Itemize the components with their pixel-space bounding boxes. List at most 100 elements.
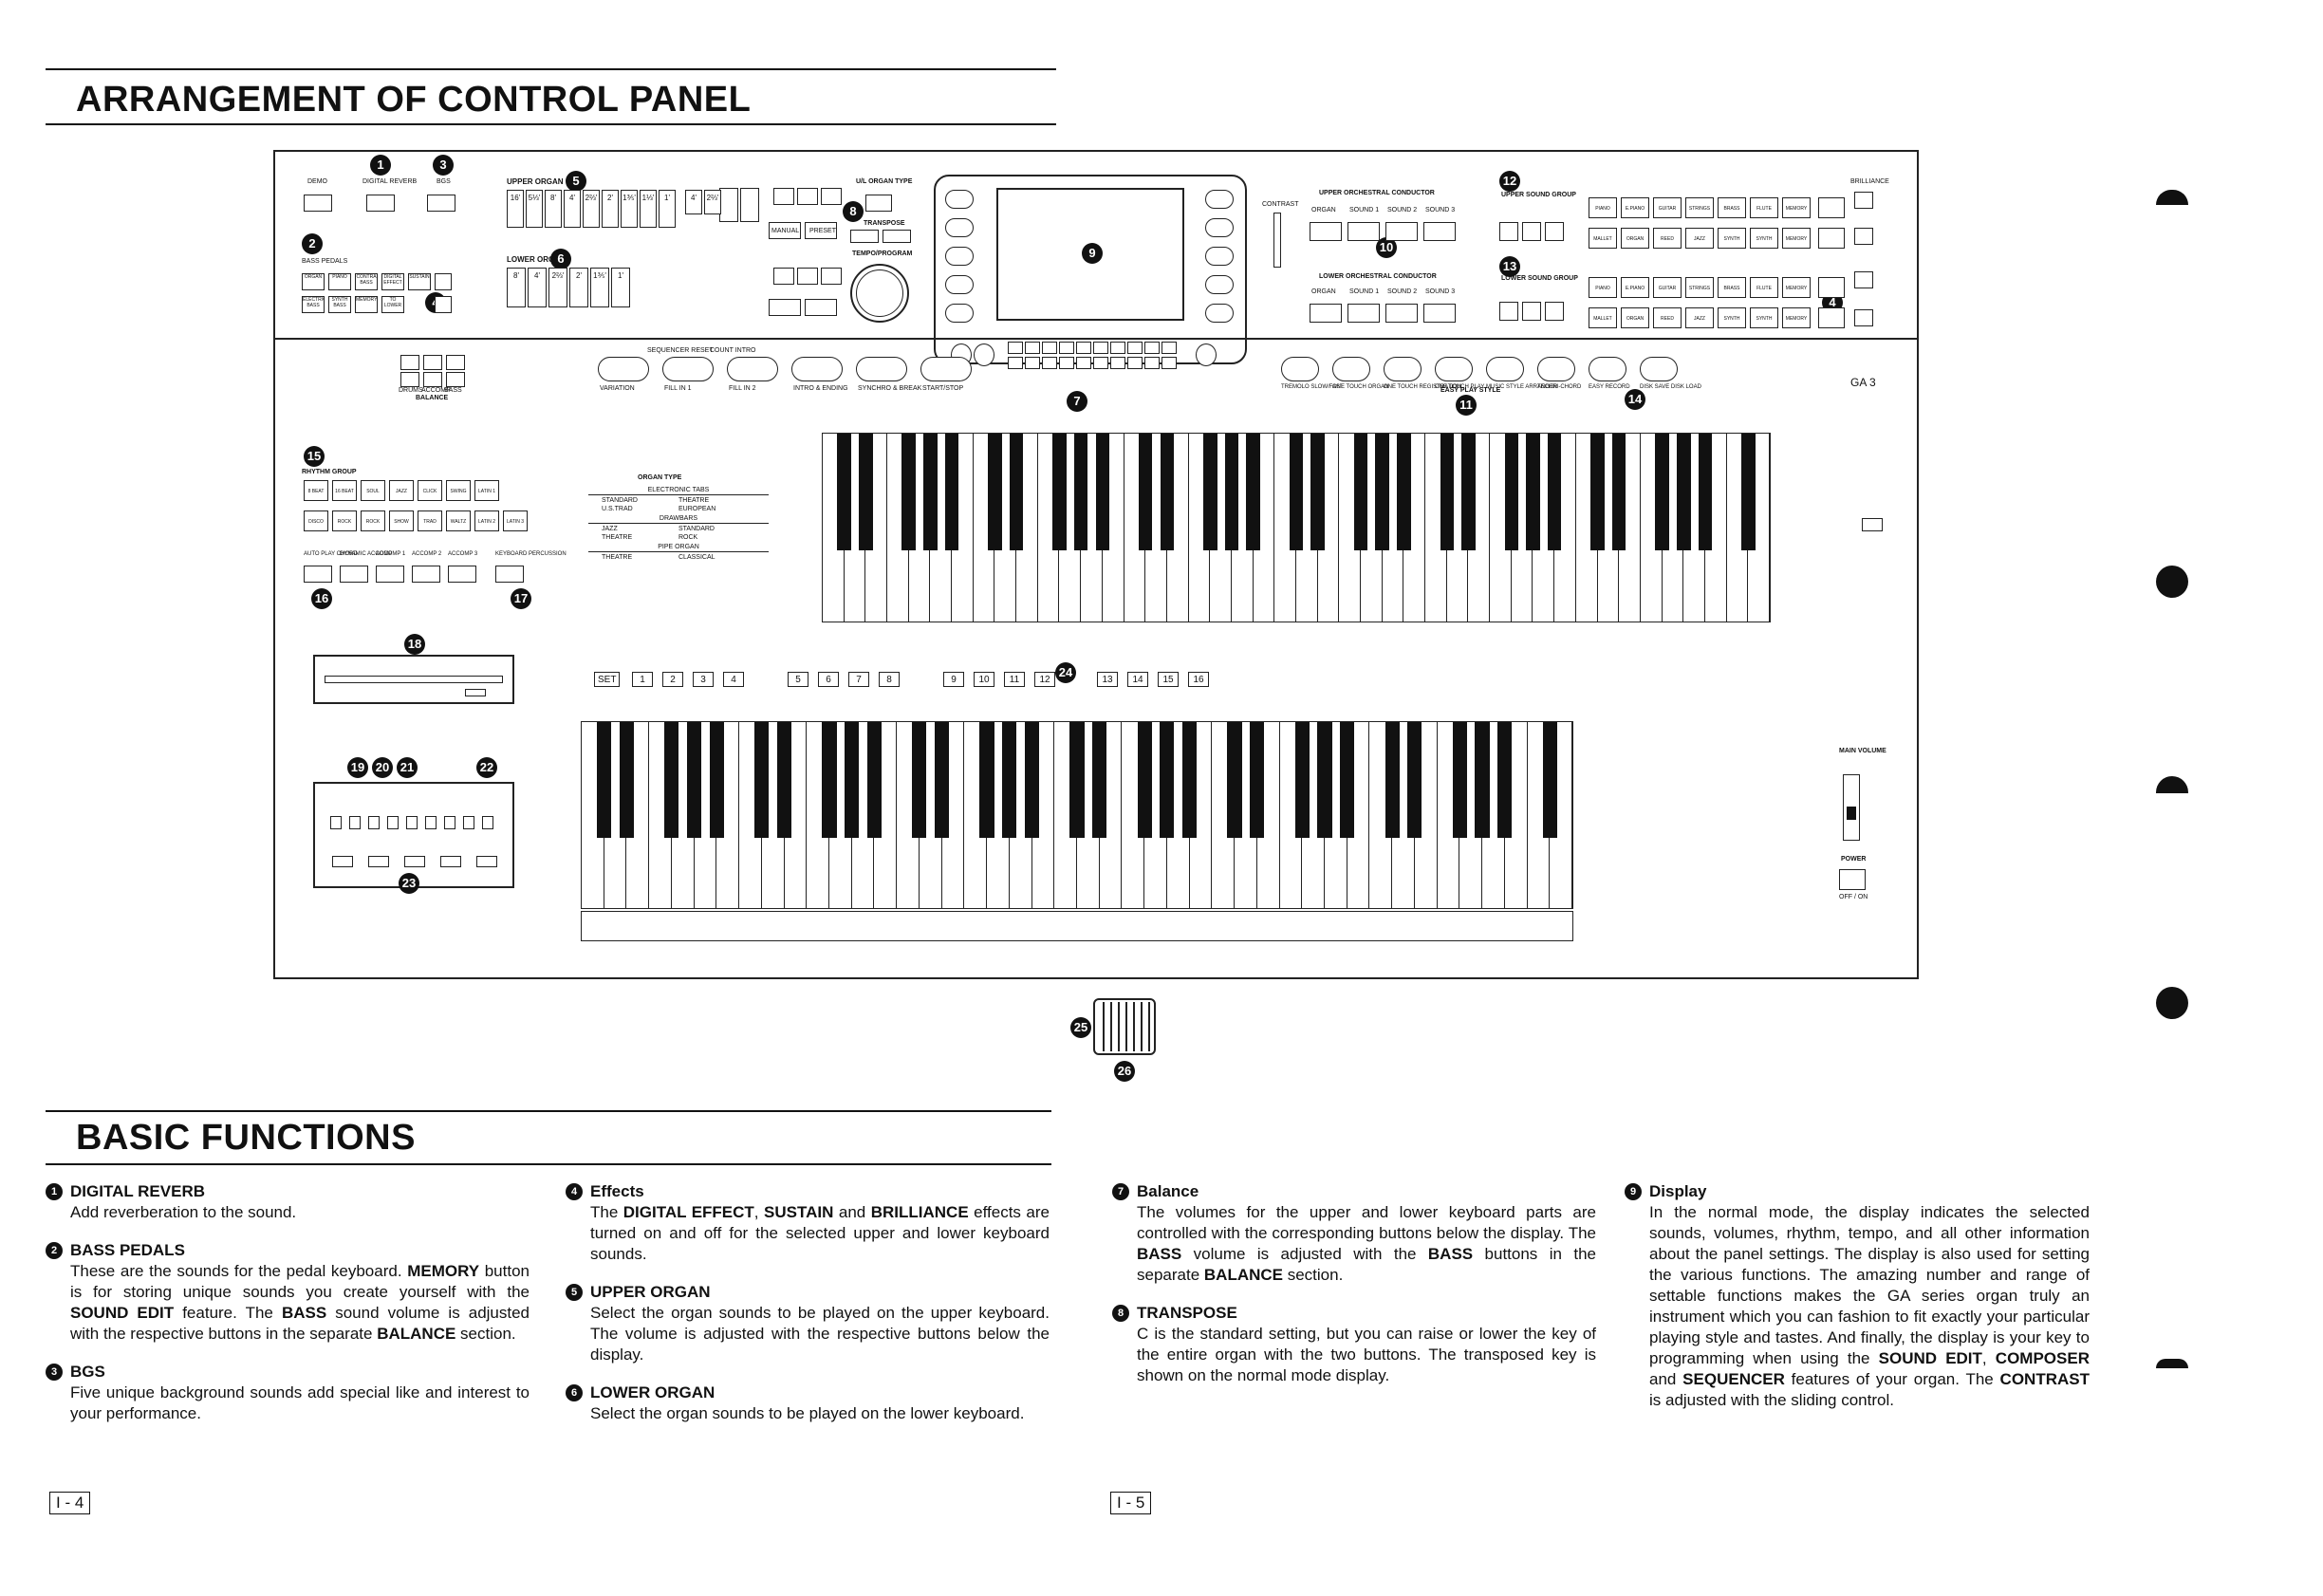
lower-tremolo-button[interactable] (773, 268, 794, 285)
volume-up-button[interactable] (1144, 342, 1160, 354)
black-key[interactable] (979, 722, 994, 838)
lower-variation-button[interactable] (1545, 302, 1564, 321)
black-key[interactable] (619, 722, 635, 838)
black-key[interactable] (988, 434, 1002, 550)
rhythm-accomp-button[interactable] (495, 566, 524, 583)
black-key[interactable] (1698, 434, 1713, 550)
rhythm-button[interactable]: CLICK (418, 480, 442, 501)
black-key[interactable] (1542, 722, 1557, 838)
sequencer-control-button[interactable] (440, 856, 461, 867)
display-left-button[interactable] (945, 275, 974, 294)
sequencer-track-button[interactable] (330, 816, 342, 829)
rhythm-accomp-button[interactable] (340, 566, 368, 583)
lower-preset-button[interactable] (805, 299, 837, 316)
rhythm-button[interactable]: LATIN 2 (474, 510, 499, 531)
rhythm-accomp-button[interactable] (448, 566, 476, 583)
volume-down-button[interactable] (1162, 357, 1177, 369)
lower-orch-button[interactable] (1310, 304, 1342, 323)
rhythm-button[interactable]: SHOW (389, 510, 414, 531)
registration-button[interactable]: 13 (1097, 672, 1118, 687)
white-key[interactable] (1550, 722, 1572, 908)
volume-up-button[interactable] (1059, 342, 1074, 354)
bass-pedal-button[interactable]: SUSTAIN (408, 273, 431, 290)
volume-down-button[interactable] (1127, 357, 1143, 369)
black-key[interactable] (1452, 722, 1467, 838)
upper-sound-button[interactable]: BRASS (1718, 197, 1746, 218)
upper-organ-tab[interactable]: 2⅔' (583, 190, 600, 228)
black-key[interactable] (901, 434, 916, 550)
upper-sound-button[interactable]: FLUTE (1750, 197, 1778, 218)
lower-orch-button[interactable] (1347, 304, 1380, 323)
sequencer-track-button[interactable] (406, 816, 418, 829)
white-key[interactable] (1468, 434, 1491, 622)
lower-manual-button[interactable] (769, 299, 801, 316)
upper-manual-button[interactable] (769, 222, 801, 239)
registration-button[interactable]: 16 (1188, 672, 1209, 687)
volume-up-button[interactable] (1042, 342, 1057, 354)
front-oval-button[interactable] (920, 357, 972, 381)
white-key[interactable] (1103, 434, 1124, 622)
lower-sound-button[interactable]: FLUTE (1750, 277, 1778, 298)
bass-pedal-button[interactable]: PIANO (328, 273, 351, 290)
rhythm-button[interactable]: LATIN 1 (474, 480, 499, 501)
white-key[interactable] (1167, 434, 1189, 622)
sequencer-track-button[interactable] (463, 816, 474, 829)
white-key[interactable] (1016, 434, 1038, 622)
volume-up-button[interactable] (1127, 342, 1143, 354)
white-key[interactable] (1257, 722, 1280, 908)
black-key[interactable] (822, 722, 837, 838)
upper-organ-tab[interactable]: 2' (602, 190, 619, 228)
lower-orch-button[interactable] (1385, 304, 1418, 323)
upper-sound-button[interactable]: JAZZ (1685, 228, 1714, 249)
volume-down-button[interactable] (1093, 357, 1108, 369)
black-key[interactable] (1052, 434, 1067, 550)
front-oval-button[interactable] (791, 357, 843, 381)
display-right-button[interactable] (1205, 304, 1234, 323)
right-oval-button[interactable] (1281, 357, 1319, 381)
upper-sound-button[interactable]: MALLET (1589, 228, 1617, 249)
lower-digital-effect-button[interactable] (1818, 277, 1845, 298)
upper-sound-button[interactable]: SYNTH (1718, 228, 1746, 249)
black-key[interactable] (1289, 434, 1304, 550)
white-key[interactable] (1554, 434, 1576, 622)
right-oval-button[interactable] (1640, 357, 1678, 381)
black-key[interactable] (754, 722, 770, 838)
bass-pedal-button[interactable]: CONTRA BASS (355, 273, 378, 290)
registration-button[interactable]: 1 (632, 672, 653, 687)
volume-down-button[interactable] (1059, 357, 1074, 369)
upper-organ-tab[interactable]: 1⅓' (640, 190, 657, 228)
main-volume-slider[interactable] (1843, 774, 1860, 841)
right-oval-button[interactable] (1332, 357, 1370, 381)
black-key[interactable] (1294, 722, 1310, 838)
upper-perc-button[interactable] (719, 188, 738, 222)
lower-orch-button[interactable] (1423, 304, 1456, 323)
black-key[interactable] (1203, 434, 1217, 550)
front-oval-button[interactable] (598, 357, 649, 381)
upper-orch-button[interactable] (1310, 222, 1342, 241)
black-key[interactable] (1590, 434, 1605, 550)
upper-organ-tab[interactable]: 4' (564, 190, 581, 228)
lower-sustain-button[interactable] (821, 268, 842, 285)
transpose-up-button[interactable] (883, 230, 911, 243)
main-volume-knob[interactable] (1847, 807, 1856, 820)
volume-down-button[interactable] (1110, 357, 1125, 369)
white-key[interactable] (1190, 722, 1213, 908)
display-right-button[interactable] (1205, 247, 1234, 266)
black-key[interactable] (944, 434, 959, 550)
black-key[interactable] (859, 434, 873, 550)
registration-button[interactable]: 8 (879, 672, 900, 687)
display-left-button[interactable] (945, 218, 974, 237)
upper-brilliance-down-button[interactable] (1854, 228, 1873, 245)
black-key[interactable] (1073, 434, 1088, 550)
lower-sound-button[interactable]: STRINGS (1685, 277, 1714, 298)
display-right-button[interactable] (1205, 218, 1234, 237)
upper-sound-button[interactable]: MEMORY (1782, 228, 1811, 249)
lower-sound-button[interactable]: ORGAN (1621, 307, 1649, 328)
upper-orch-button[interactable] (1423, 222, 1456, 241)
black-key[interactable] (1547, 434, 1562, 550)
sequencer-control-button[interactable] (368, 856, 389, 867)
volume-down-button[interactable] (1042, 357, 1057, 369)
lower-sound-button[interactable]: MEMORY (1782, 307, 1811, 328)
rhythm-button[interactable]: 16 BEAT (332, 480, 357, 501)
balance-down-button[interactable] (446, 372, 465, 387)
